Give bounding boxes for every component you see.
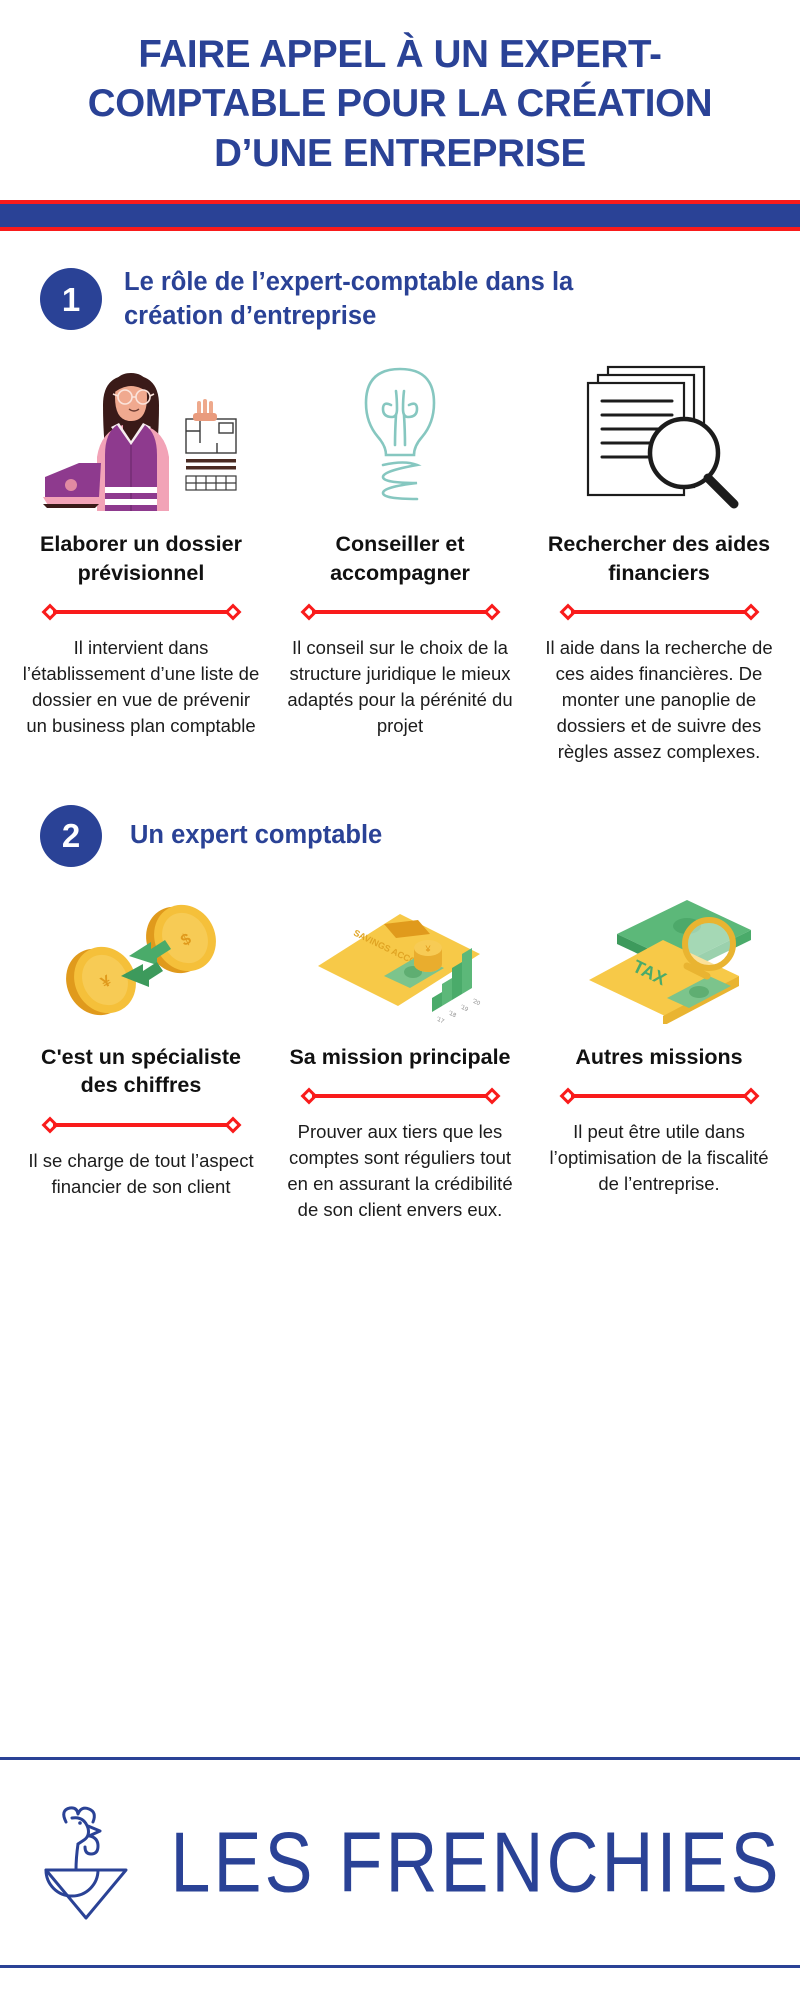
section-title-1: Le rôle de l’expert-comptable dans la cr… bbox=[124, 267, 574, 331]
divider-diamond-right bbox=[742, 1087, 759, 1105]
divider-bar bbox=[570, 610, 748, 615]
section-number-badge-1: 1 bbox=[40, 268, 102, 331]
svg-text:'18: '18 bbox=[447, 1010, 457, 1019]
card-body: Il intervient dans l’établissement d’une… bbox=[22, 637, 260, 736]
footer-rule-top bbox=[0, 1757, 800, 1760]
coins-exchange-icon: ¥ $ bbox=[66, 904, 216, 1015]
divider-red-bottom bbox=[0, 226, 800, 231]
card-divider bbox=[41, 1116, 241, 1134]
card-divider bbox=[559, 1087, 759, 1105]
card-art-1-1 bbox=[22, 356, 260, 516]
card-body: Prouver aux tiers que les comptes sont r… bbox=[287, 1121, 513, 1221]
divider-diamond-right bbox=[224, 603, 241, 621]
divider-bar bbox=[52, 610, 230, 615]
savings-account-chart-icon: SAVINGS ACCOUNT ¥ bbox=[318, 913, 481, 1024]
divider-diamond-right bbox=[224, 1116, 241, 1134]
document-magnifier-icon bbox=[586, 366, 738, 509]
card-body: Il se charge de tout l’aspect financier … bbox=[28, 1149, 254, 1197]
card-rechercher-aides: Rechercher des aides financiers Il aide … bbox=[540, 356, 778, 765]
title-block: FAIRE APPEL À UN EXPERT-COMPTABLE POUR L… bbox=[0, 0, 800, 178]
tax-money-magnifier-icon: TAX bbox=[589, 899, 751, 1024]
card-body: Il conseil sur le choix de la structure … bbox=[287, 637, 513, 736]
divider-bar bbox=[311, 610, 489, 615]
divider-red-top bbox=[0, 199, 800, 204]
rooster-shield-logo-icon bbox=[44, 1805, 128, 1919]
svg-text:'19: '19 bbox=[459, 1004, 469, 1013]
card-art-1-3 bbox=[540, 356, 778, 516]
divider-bar bbox=[311, 1094, 489, 1099]
card-mission-principale: SAVINGS ACCOUNT ¥ bbox=[281, 889, 519, 1223]
card-divider bbox=[300, 1087, 500, 1105]
card-divider bbox=[300, 603, 500, 621]
footer: LES FRENCHIES bbox=[0, 1757, 800, 2000]
section-title-2: Un expert comptable bbox=[130, 821, 383, 850]
header-divider-band bbox=[0, 199, 800, 231]
card-title: Rechercher des aides financiers bbox=[547, 532, 771, 585]
card-body: Il peut être utile dans l’optimisation d… bbox=[549, 1121, 769, 1195]
card-elaborer-dossier: Elaborer un dossier prévisionnel Il inte… bbox=[22, 356, 260, 765]
svg-text:'17: '17 bbox=[435, 1016, 445, 1024]
footer-content: LES FRENCHIES bbox=[0, 1760, 800, 1965]
card-title: Autres missions bbox=[575, 1044, 743, 1069]
card-divider bbox=[41, 603, 241, 621]
card-specialiste-chiffres: ¥ $ C'est un spécialiste bbox=[22, 889, 260, 1223]
card-art-1-2 bbox=[281, 356, 519, 516]
card-title: Conseiller et accompagner bbox=[330, 532, 470, 585]
divider-bar bbox=[52, 1122, 230, 1127]
section-number-badge-2: 2 bbox=[40, 804, 102, 867]
card-art-2-2: SAVINGS ACCOUNT ¥ bbox=[281, 889, 519, 1029]
card-title: Elaborer un dossier prévisionnel bbox=[40, 532, 242, 585]
divider-diamond-right bbox=[483, 603, 500, 621]
cards-row-1: Elaborer un dossier prévisionnel Il inte… bbox=[0, 356, 800, 765]
divider-navy bbox=[0, 203, 800, 227]
card-art-2-3: TAX bbox=[540, 889, 778, 1029]
cards-row-2: ¥ $ C'est un spécialiste bbox=[0, 889, 800, 1223]
card-autres-missions: TAX Autres missions Il peu bbox=[540, 889, 778, 1223]
lightbulb-icon bbox=[364, 367, 436, 501]
card-art-2-1: ¥ $ bbox=[22, 889, 260, 1029]
card-divider bbox=[559, 603, 759, 621]
card-body: Il aide dans la recherche de ces aides f… bbox=[545, 637, 773, 762]
woman-with-laptop-icon bbox=[43, 373, 237, 512]
section-header-1: 1 Le rôle de l’expert-comptable dans la … bbox=[0, 265, 800, 334]
divider-diamond-right bbox=[742, 603, 759, 621]
brand-name: LES FRENCHIES bbox=[170, 1815, 782, 1910]
footer-rule-bottom bbox=[0, 1965, 800, 1968]
divider-bar bbox=[570, 1094, 748, 1099]
svg-text:¥: ¥ bbox=[424, 944, 431, 954]
svg-text:'20: '20 bbox=[471, 998, 481, 1007]
divider-diamond-right bbox=[483, 1087, 500, 1105]
card-title: Sa mission principale bbox=[289, 1044, 511, 1069]
page-title: FAIRE APPEL À UN EXPERT-COMPTABLE POUR L… bbox=[87, 33, 713, 175]
card-title: C'est un spécialiste des chiffres bbox=[41, 1044, 241, 1098]
card-conseiller-accompagner: Conseiller et accompagner Il conseil sur… bbox=[281, 356, 519, 765]
section-header-2: 2 Un expert comptable bbox=[0, 804, 800, 867]
